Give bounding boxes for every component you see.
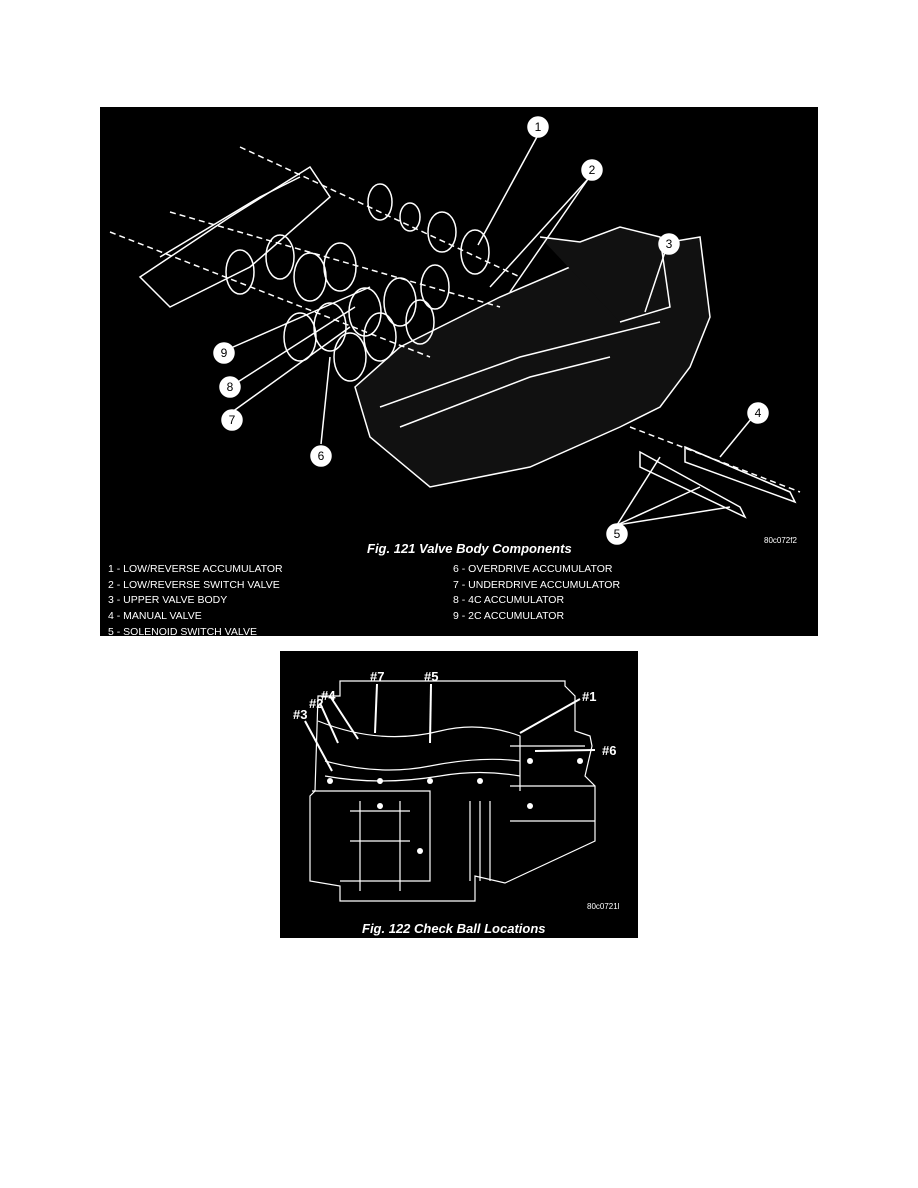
legend-item: 7 - UNDERDRIVE ACCUMULATOR: [453, 578, 621, 591]
figure-caption: Fig. 122 Check Ball Locations: [362, 921, 546, 936]
legend-item: 3 - UPPER VALVE BODY: [108, 594, 228, 607]
legend-item: 5 - SOLENOID SWITCH VALVE: [108, 625, 257, 636]
svg-text:8: 8: [227, 380, 234, 394]
legend-item: 1 - LOW/REVERSE ACCUMULATOR: [108, 563, 283, 575]
check-ball-labels: #7 #5 #1 #4 #2 #3 #6: [293, 669, 616, 758]
svg-text:3: 3: [666, 237, 673, 251]
legend-left: 1 - LOW/REVERSE ACCUMULATOR 2 - LOW/REVE…: [108, 562, 283, 636]
callout-7: 7: [221, 409, 243, 431]
svg-text:9: 9: [221, 346, 228, 360]
figure-code: 80c0721l: [587, 902, 620, 911]
label-7: #7: [370, 669, 384, 684]
svg-text:6: 6: [318, 449, 325, 463]
label-5: #5: [424, 669, 438, 684]
callout-4: 4: [747, 402, 769, 424]
figure-check-ball-locations: #7 #5 #1 #4 #2 #3 #6 80c0721l Fig. 122 C…: [280, 651, 638, 938]
svg-text:2: 2: [589, 163, 596, 177]
callout-1: 1: [527, 116, 549, 138]
check-ball-illustration: #7 #5 #1 #4 #2 #3 #6: [293, 669, 616, 902]
callout-8: 8: [219, 376, 241, 398]
figure-caption: Fig. 121 Valve Body Components: [367, 541, 572, 556]
svg-text:4: 4: [755, 406, 762, 420]
label-6: #6: [602, 743, 616, 758]
callout-2: 2: [581, 159, 603, 181]
legend-item: 6 - OVERDRIVE ACCUMULATOR: [453, 563, 613, 575]
svg-text:1: 1: [535, 120, 542, 134]
svg-text:7: 7: [229, 413, 236, 427]
legend-item: 4 - MANUAL VALVE: [108, 610, 202, 623]
figure-valve-body-components: 1 2 3 4 5 6 7 8 9 80c072f2 Fig. 121 Valv…: [100, 107, 818, 636]
callout-9: 9: [213, 342, 235, 364]
legend-item: 8 - 4C ACCUMULATOR: [453, 594, 565, 607]
callout-3: 3: [658, 233, 680, 255]
callout-5: 5: [606, 523, 628, 545]
figure-code: 80c072f2: [764, 536, 797, 545]
label-3: #3: [293, 707, 307, 722]
legend-right: 6 - OVERDRIVE ACCUMULATOR 7 - UNDERDRIVE…: [453, 562, 620, 625]
legend-item: 9 - 2C ACCUMULATOR: [453, 610, 565, 623]
label-1: #1: [582, 689, 596, 704]
label-2: #2: [309, 696, 323, 711]
callout-6: 6: [310, 445, 332, 467]
valve-body-illustration: 1 2 3 4 5 6 7 8 9: [109, 116, 801, 545]
svg-text:5: 5: [614, 527, 621, 541]
label-4: #4: [321, 688, 336, 703]
legend-item: 2 - LOW/REVERSE SWITCH VALVE: [108, 578, 280, 591]
